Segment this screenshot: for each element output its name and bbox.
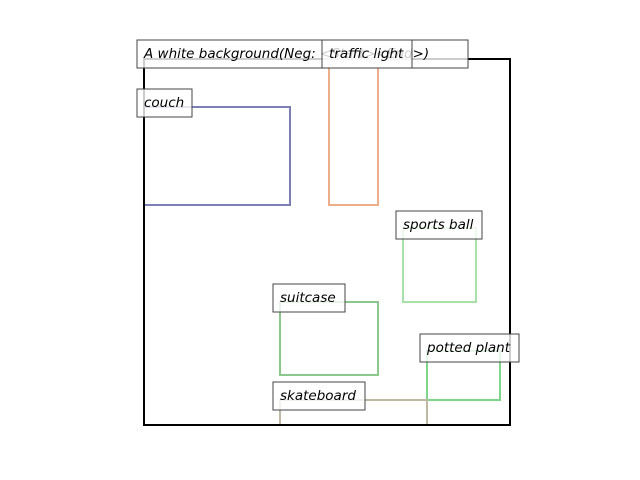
- traffic-light-label: traffic light: [321, 39, 413, 69]
- couch-label: couch: [136, 88, 193, 118]
- suitcase-label: suitcase: [272, 283, 346, 313]
- potted-plant-label: potted plant: [419, 333, 520, 363]
- couch-label-text: couch: [144, 95, 184, 111]
- traffic-light-label-text: traffic light: [329, 46, 404, 62]
- potted-plant-label-text: potted plant: [426, 340, 511, 356]
- skateboard-label-text: skateboard: [280, 388, 356, 404]
- caption-label: A white background(Neg: <Start><End>): [136, 39, 469, 69]
- suitcase-label-text: suitcase: [280, 290, 336, 306]
- skateboard-label: skateboard: [272, 381, 366, 411]
- sports-ball-label-text: sports ball: [403, 217, 474, 233]
- sports-ball-label: sports ball: [395, 210, 483, 240]
